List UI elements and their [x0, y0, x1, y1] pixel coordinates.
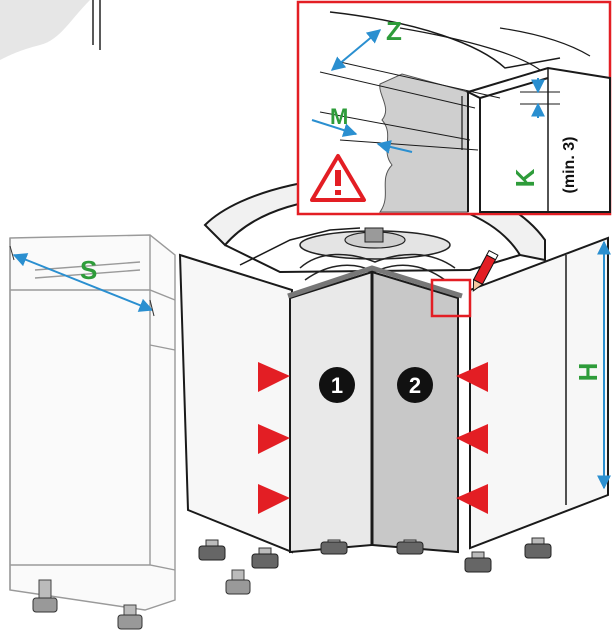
detail-highlight-box — [430, 278, 472, 318]
door-1 — [289, 270, 373, 554]
dimension-h-label: H — [573, 363, 603, 382]
wall-scrap — [0, 0, 90, 60]
right-side-panel — [469, 236, 609, 550]
dimension-m-label: M — [330, 104, 348, 129]
left-cabinet-legs — [32, 569, 251, 630]
door-2 — [371, 270, 459, 554]
dimension-k-label: K — [510, 168, 540, 187]
alignment-marker-icon — [456, 362, 488, 514]
dimension-s: S — [9, 245, 155, 317]
pencil-icon — [472, 249, 499, 292]
svg-text:2: 2 — [409, 373, 421, 398]
dimension-h: H — [573, 240, 611, 490]
door-1-badge: 1 — [319, 367, 355, 403]
svg-text:1: 1 — [331, 373, 343, 398]
alignment-marker-icon — [258, 362, 290, 514]
dimension-k-note: (min. 3) — [561, 137, 578, 194]
dimension-s-label: S — [80, 255, 97, 285]
dimension-z-label: Z — [386, 16, 402, 46]
door-2-badge: 2 — [397, 367, 433, 403]
left-side-panel — [178, 253, 293, 554]
detail-inset: Z M K (min. 3) — [296, 0, 612, 216]
corner-cabinet-legs — [198, 537, 552, 573]
left-cabinet-ghost — [9, 234, 176, 611]
warning-triangle-icon — [310, 154, 366, 202]
